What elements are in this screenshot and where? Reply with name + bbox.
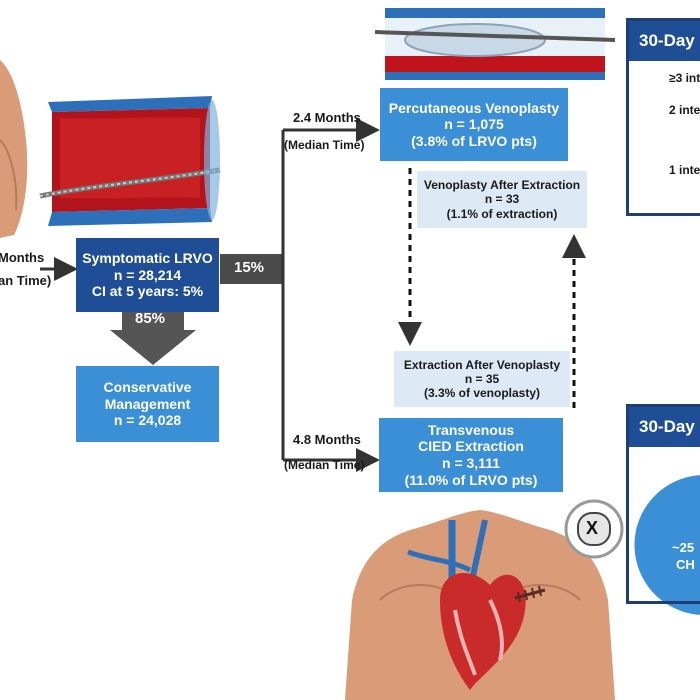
eav-count: n = 35 bbox=[464, 371, 500, 386]
occluded-vein-illustration bbox=[39, 96, 221, 226]
extraction-count: n = 3,111 bbox=[442, 455, 500, 471]
branch-15-connector bbox=[220, 254, 283, 284]
extraction-pct: (11.0% of LRVO pts) bbox=[404, 471, 538, 488]
extraction-after-venoplasty-box: Extraction After Venoplasty n = 35 (3.3%… bbox=[394, 351, 570, 407]
symptomatic-lrvo-box: Symptomatic LRVO n = 28,214 CI at 5 year… bbox=[76, 238, 219, 312]
venoplasty-title: Percutaneous Venoplasty bbox=[388, 99, 560, 116]
device-removed-icon bbox=[564, 499, 624, 559]
pie-label-1: ~25 bbox=[672, 540, 695, 555]
panel-top-row-3: 1 inte bbox=[669, 163, 700, 177]
vae-count: n = 33 bbox=[484, 192, 520, 207]
main-box-count: n = 28,214 bbox=[113, 266, 182, 283]
extraction-line2: CIED Extraction bbox=[418, 438, 524, 455]
device-icon-letter: X bbox=[586, 518, 599, 538]
conservative-line1: Conservative bbox=[103, 379, 192, 396]
vae-title: Venoplasty After Extraction bbox=[423, 178, 581, 193]
panel-top-row-1: ≥3 inte bbox=[669, 71, 700, 85]
extraction-time-label: (Median Time) bbox=[284, 458, 365, 472]
outcomes-panel-top: 30-Day ≥3 inte 2 inte 1 inte bbox=[626, 18, 700, 216]
main-box-title: Symptomatic LRVO bbox=[82, 250, 213, 267]
cied-extraction-box: Transvenous CIED Extraction n = 3,111 (1… bbox=[379, 418, 563, 492]
eav-pct: (3.3% of venoplasty) bbox=[423, 386, 541, 401]
outcomes-panel-bottom: 30-Day bbox=[626, 404, 700, 604]
left-time-label: an Time) bbox=[0, 273, 52, 288]
eav-title: Extraction After Venoplasty bbox=[403, 357, 561, 372]
pie-label-2: CH bbox=[676, 557, 695, 572]
conservative-line2: Management bbox=[104, 395, 191, 412]
main-box-ci: CI at 5 years: 5% bbox=[91, 283, 204, 300]
percutaneous-venoplasty-box: Percutaneous Venoplasty n = 1,075 (3.8% … bbox=[380, 88, 568, 161]
patient-torso-illustration bbox=[0, 60, 28, 238]
panel-top-row-2: 2 inte bbox=[669, 103, 700, 117]
panel-bottom-title: 30-Day bbox=[629, 407, 700, 447]
conservative-management-box: Conservative Management n = 24,028 bbox=[76, 366, 219, 442]
venoplasty-balloon-illustration bbox=[374, 8, 616, 80]
extraction-line1: Transvenous bbox=[427, 421, 515, 438]
venoplasty-time-value: 2.4 Months bbox=[293, 110, 361, 125]
vae-pct: (1.1% of extraction) bbox=[446, 206, 558, 221]
venoplasty-after-extraction-box: Venoplasty After Extraction n = 33 (1.1%… bbox=[417, 171, 587, 228]
left-time-value: Months bbox=[0, 250, 45, 265]
pie-chart-graphic bbox=[634, 475, 700, 615]
extraction-time-value: 4.8 Months bbox=[293, 432, 361, 447]
arrow-85-down bbox=[110, 300, 196, 365]
pct-conservative-label: 85% bbox=[135, 310, 166, 327]
venoplasty-pct: (3.8% of LRVO pts) bbox=[411, 132, 537, 149]
chest-heart-illustration bbox=[345, 510, 615, 700]
venoplasty-time-label: (Median Time) bbox=[284, 138, 365, 152]
pct-intervention-label: 15% bbox=[234, 259, 265, 276]
panel-top-title: 30-Day bbox=[629, 21, 700, 61]
venoplasty-count: n = 1,075 bbox=[444, 116, 504, 133]
conservative-count: n = 24,028 bbox=[113, 412, 182, 429]
